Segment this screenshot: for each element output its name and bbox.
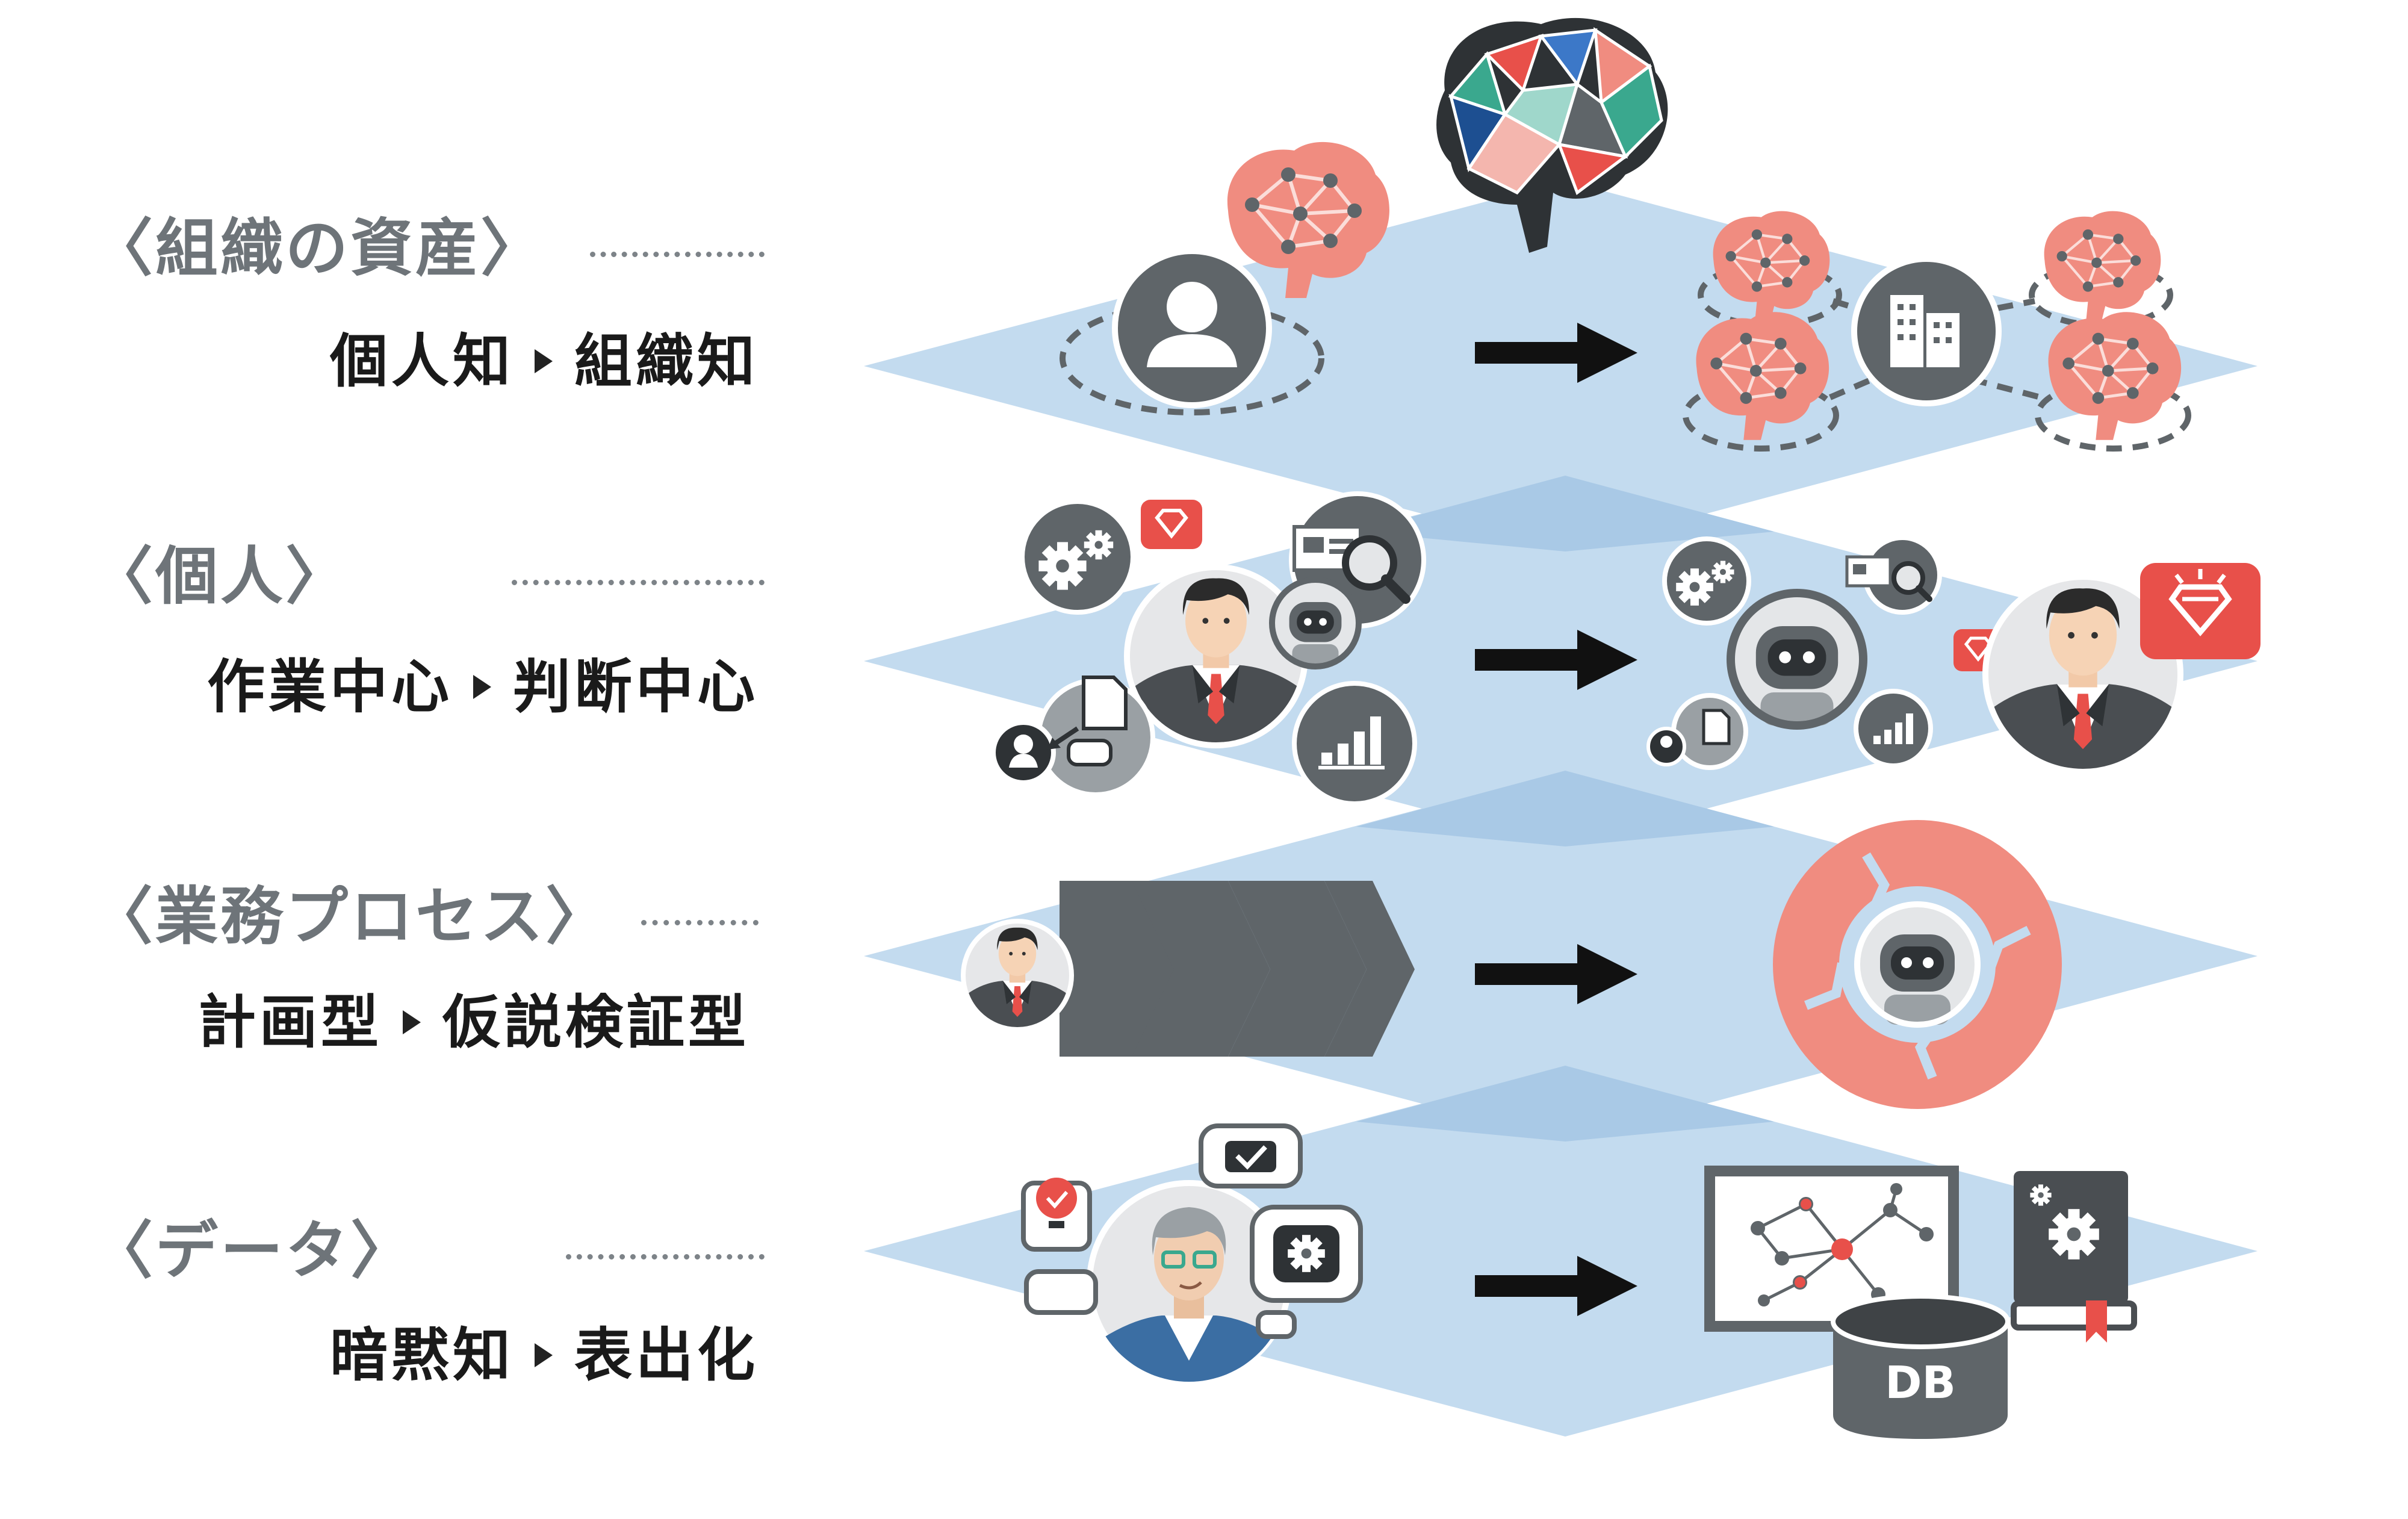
from-data: 暗黙知 bbox=[330, 1322, 514, 1389]
gears-icon bbox=[1662, 536, 1751, 626]
individual-knowledge bbox=[1060, 142, 1389, 415]
to-process: 仮説検証型 bbox=[442, 989, 749, 1056]
category-data: 〈データ〉 bbox=[90, 1214, 416, 1287]
judgment-focused-worker bbox=[1646, 535, 2261, 775]
dotted-leader-individual bbox=[512, 580, 765, 585]
transition-data: 暗黙知 表出化 bbox=[330, 1326, 759, 1384]
plane-overlap bbox=[1356, 476, 1774, 551]
arrow-right-icon bbox=[1475, 630, 1637, 690]
triangle-arrow-icon bbox=[535, 1343, 553, 1367]
from-individual: 作業中心 bbox=[207, 653, 453, 721]
to-asset: 組織知 bbox=[574, 328, 759, 395]
task-focused-worker bbox=[991, 491, 1426, 806]
arrow-right-icon bbox=[1475, 1256, 1637, 1316]
database-label: DB bbox=[1885, 1357, 1956, 1409]
dotted-leader-asset bbox=[590, 252, 765, 257]
triangle-arrow-icon bbox=[473, 675, 491, 699]
explicit-knowledge: DB bbox=[1704, 1166, 2137, 1439]
tacit-knowledge-person bbox=[1021, 1123, 1363, 1385]
plane-overlap bbox=[1356, 771, 1774, 846]
planned-process bbox=[960, 881, 1415, 1057]
category-asset: 〈組織の資産〉 bbox=[90, 211, 546, 285]
brain-icon bbox=[2048, 312, 2181, 440]
hypothesis-cycle bbox=[1773, 820, 2062, 1109]
chevron-steps-icon bbox=[1060, 881, 1415, 1057]
gem-badge-icon bbox=[1141, 500, 1202, 549]
from-process: 計画型 bbox=[198, 989, 382, 1056]
triangle-arrow-icon bbox=[403, 1010, 421, 1034]
plane-overlap bbox=[1356, 1066, 1774, 1142]
dotted-leader-process bbox=[641, 920, 759, 925]
category-individual: 〈個人〉 bbox=[90, 539, 351, 613]
gem-badge-large-icon bbox=[2140, 563, 2261, 659]
organizational-knowledge bbox=[1683, 211, 2191, 452]
speech-bubble-icon bbox=[1024, 1269, 1098, 1315]
to-individual: 判断中心 bbox=[513, 653, 759, 721]
speech-bubble-icon bbox=[1256, 1310, 1297, 1339]
polygon-brain-icon bbox=[1436, 17, 1668, 253]
database-icon: DB bbox=[1831, 1294, 2010, 1439]
from-asset: 個人知 bbox=[330, 328, 514, 395]
category-process: 〈業務プロセス〉 bbox=[90, 880, 611, 953]
transition-asset: 個人知 組織知 bbox=[330, 332, 759, 390]
cycle-ring-icon bbox=[1773, 820, 2062, 1109]
transition-process: 計画型 仮説検証型 bbox=[198, 993, 749, 1051]
arrow-right-icon bbox=[1475, 323, 1637, 383]
to-data: 表出化 bbox=[574, 1322, 759, 1389]
brain-icon bbox=[2044, 211, 2161, 324]
triangle-arrow-icon bbox=[535, 349, 553, 373]
bar-chart-icon bbox=[1854, 689, 1933, 768]
transition-arrows bbox=[1475, 323, 1637, 1316]
dotted-leader-data bbox=[566, 1254, 765, 1260]
arrow-right-icon bbox=[1475, 944, 1637, 1004]
transition-individual: 作業中心 判断中心 bbox=[207, 658, 759, 716]
